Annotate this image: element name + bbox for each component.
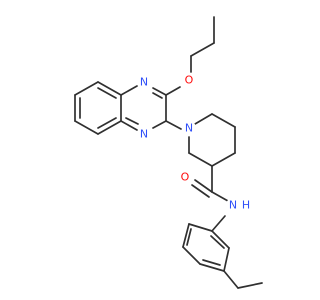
atom-n-piperidine: N (182, 121, 196, 135)
bond (194, 113, 213, 125)
atom-n1: N (137, 75, 151, 89)
bond (211, 191, 229, 202)
bond (223, 270, 239, 289)
atom-labels: N N O N O N H (137, 73, 252, 212)
chemical-structure-diagram: N N O N O N H (74, 16, 263, 289)
bond (182, 246, 201, 265)
bond (199, 263, 225, 272)
bond (182, 223, 190, 248)
atom-o-ether: O (182, 73, 196, 87)
bond-lines (74, 16, 263, 289)
bond (165, 120, 182, 130)
atom-o-amide: O (178, 170, 192, 184)
atom-label-n-amide: N (229, 199, 237, 212)
bond (125, 117, 139, 125)
bond (223, 247, 230, 272)
atom-n2: N (137, 127, 151, 141)
bond (211, 215, 226, 232)
atom-label-n-piperidine: N (185, 122, 193, 135)
bond (152, 92, 163, 99)
bond (237, 282, 263, 289)
atom-label-o-ether: O (185, 74, 194, 87)
atom-label-o-amide: O (181, 171, 190, 184)
bond (211, 230, 230, 249)
bond (211, 113, 236, 128)
atom-n-amide: N (226, 198, 240, 212)
bond (188, 152, 213, 167)
bond (97, 120, 122, 135)
bond (186, 228, 192, 246)
atom-h-amide: H (240, 199, 252, 212)
atom-label-n1: N (140, 76, 148, 89)
bond (191, 184, 210, 198)
bond (97, 81, 122, 96)
bond (97, 117, 117, 129)
bond (210, 235, 225, 249)
bond (165, 86, 181, 96)
bond (194, 179, 213, 193)
bond (202, 259, 221, 266)
bond (97, 87, 117, 99)
bond (74, 120, 99, 135)
bond (74, 81, 99, 96)
bond (120, 120, 138, 131)
bond (120, 85, 138, 96)
bond (152, 120, 167, 129)
bond (211, 152, 236, 167)
bond (190, 42, 215, 57)
bond (152, 87, 167, 96)
bond (188, 223, 213, 232)
atom-label-n2: N (140, 128, 148, 141)
atom-label-h-amide: H (242, 199, 250, 212)
